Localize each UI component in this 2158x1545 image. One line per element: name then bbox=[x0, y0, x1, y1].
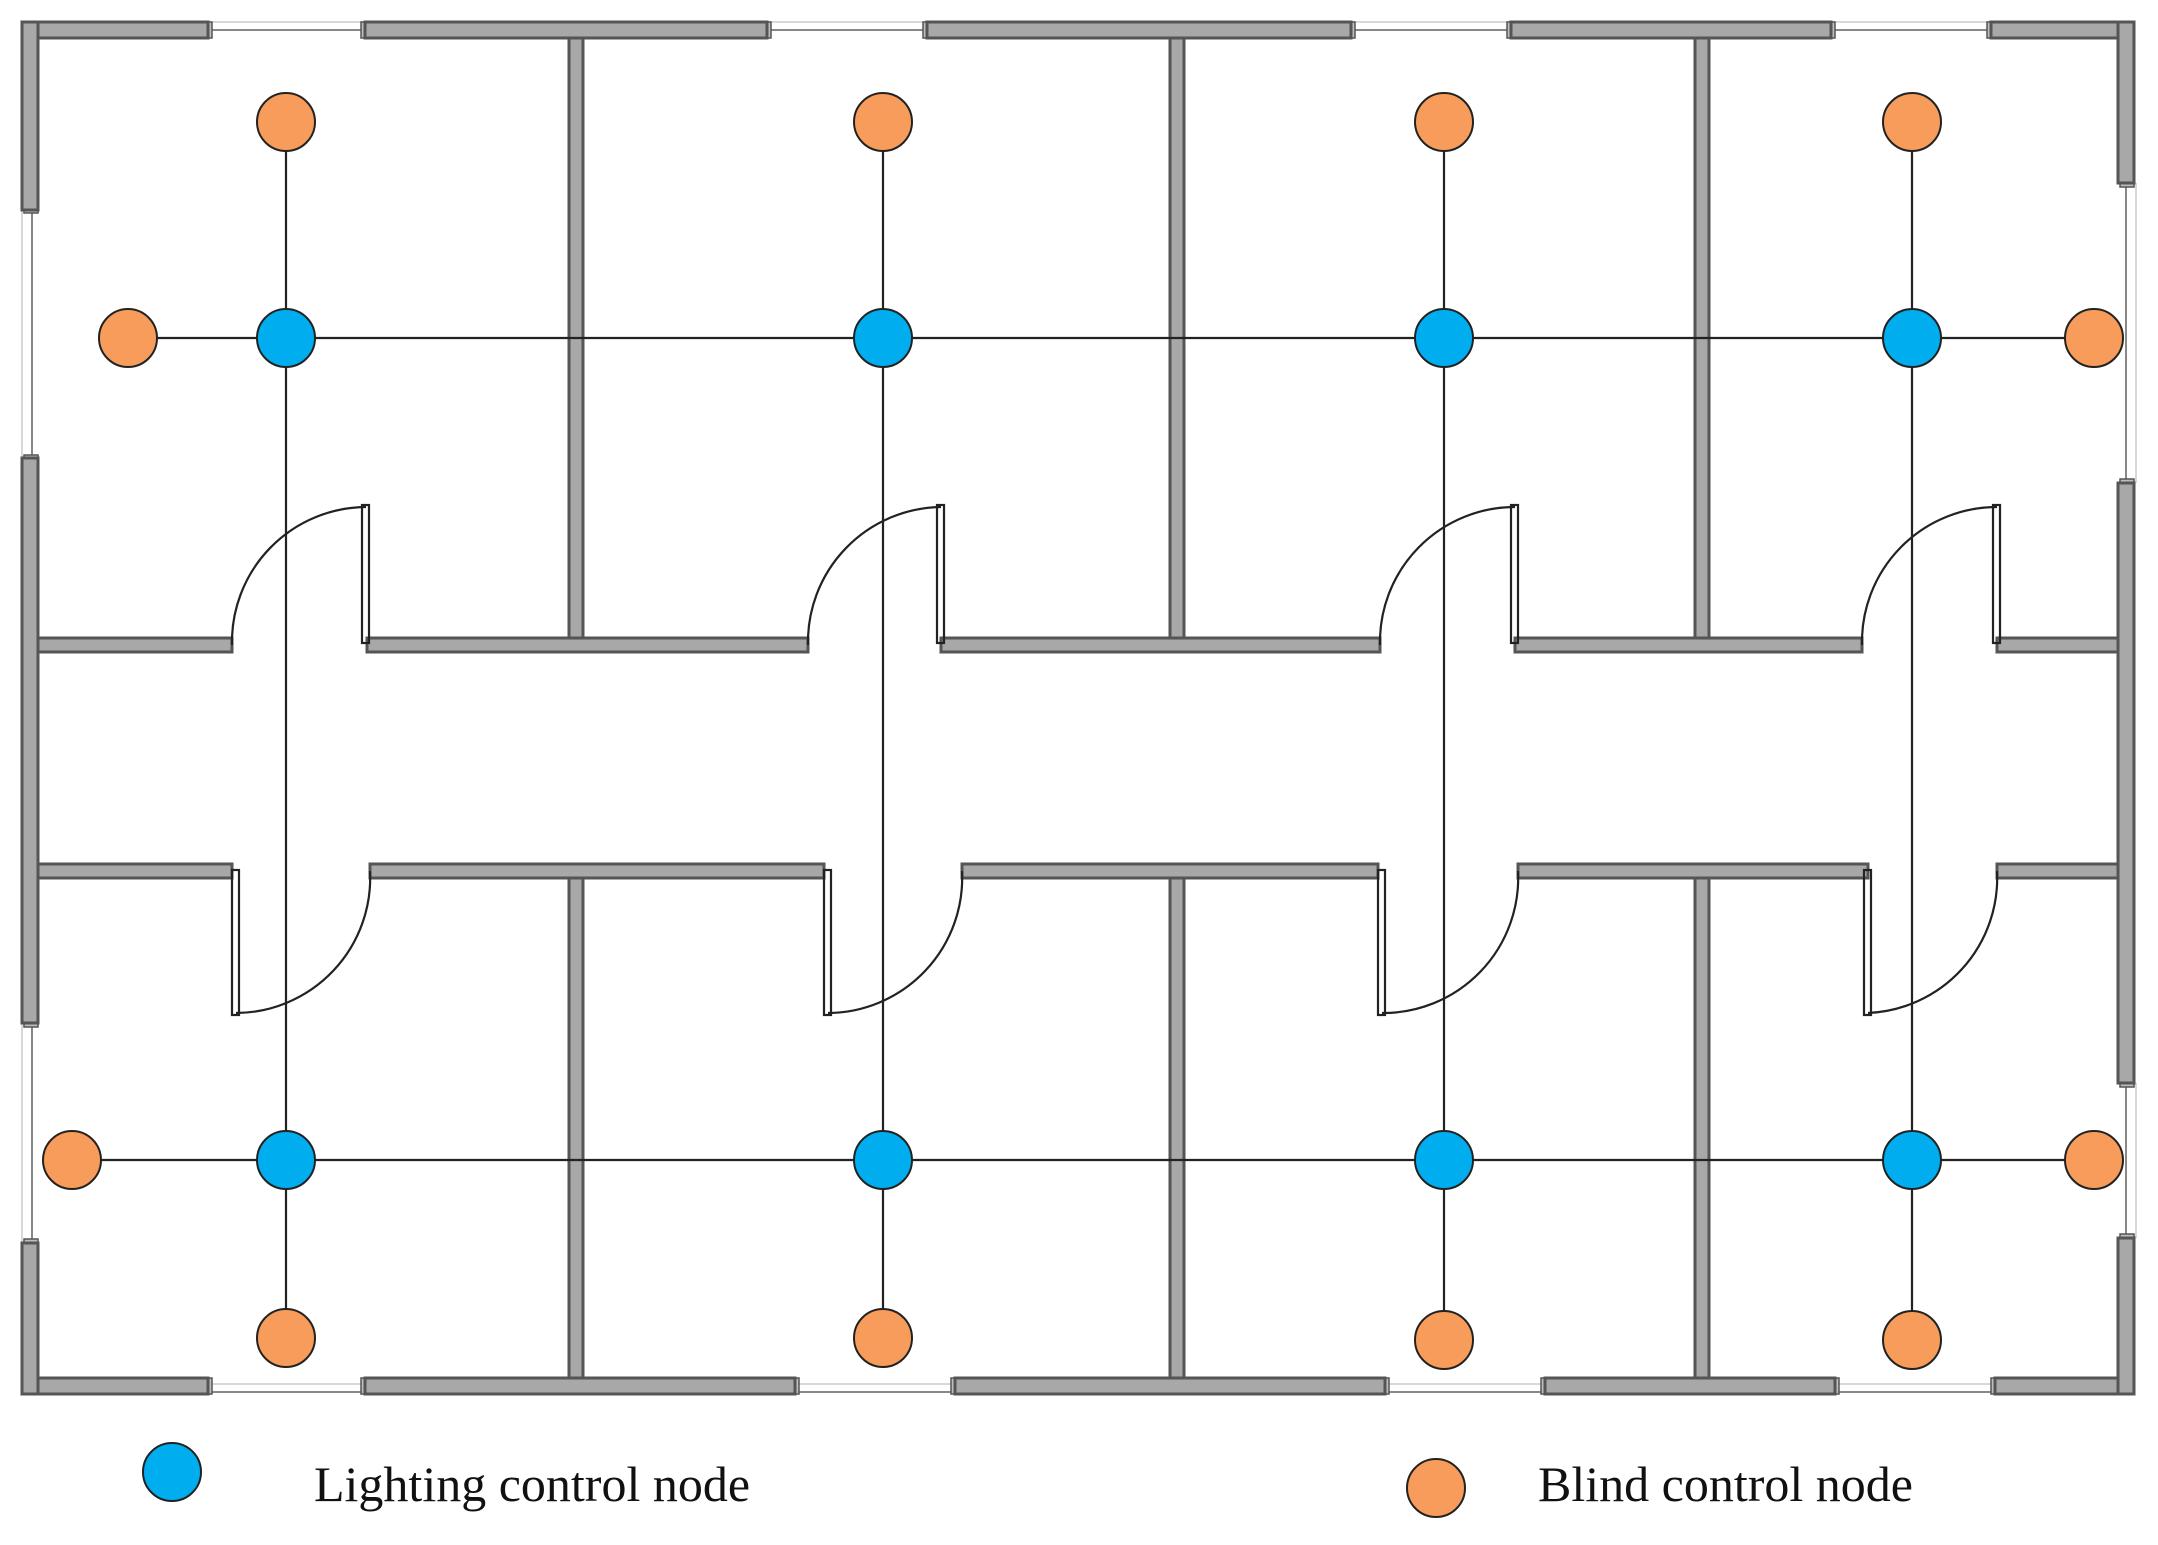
window-bottom-3 bbox=[1380, 1377, 1550, 1395]
lighting-node bbox=[1882, 1130, 1942, 1190]
window-top-4 bbox=[1826, 21, 1996, 39]
window-bottom-4 bbox=[1830, 1377, 2000, 1395]
door-lower-4 bbox=[1862, 868, 1999, 1017]
blind-node bbox=[256, 92, 316, 152]
blind-node bbox=[853, 92, 913, 152]
door-lower-1 bbox=[230, 868, 372, 1017]
windows bbox=[21, 21, 2137, 1395]
divider-lower-1 bbox=[567, 876, 585, 1380]
wall-right-seg-1 bbox=[2116, 20, 2136, 185]
blind-node bbox=[853, 1308, 913, 1368]
legend-blind-label: Blind control node bbox=[1538, 1456, 1913, 1512]
wall-bottom-seg-4 bbox=[1543, 1376, 1837, 1396]
lighting-node bbox=[1882, 308, 1942, 368]
lighting-node bbox=[1414, 308, 1474, 368]
wall-right-seg-2 bbox=[2116, 481, 2136, 1085]
wall-left-seg-2 bbox=[20, 456, 40, 1025]
legend-lighting-label: Lighting control node bbox=[314, 1456, 750, 1512]
divider-lower-3 bbox=[1693, 876, 1711, 1380]
blind-node bbox=[2064, 308, 2124, 368]
lighting-node bbox=[256, 1130, 316, 1190]
window-left-1 bbox=[21, 204, 39, 464]
wall-top-seg-5 bbox=[1989, 20, 2120, 40]
blind-node bbox=[1882, 92, 1942, 152]
walls bbox=[20, 20, 2136, 1396]
window-bottom-2 bbox=[790, 1377, 960, 1395]
corridor-lower-seg-5 bbox=[1995, 862, 2120, 880]
wall-top-seg-2 bbox=[363, 20, 769, 40]
corridor-lower-seg-1 bbox=[36, 862, 234, 880]
corridor-upper-seg-3 bbox=[939, 636, 1382, 654]
window-top-2 bbox=[762, 21, 932, 39]
lighting-node bbox=[853, 308, 913, 368]
blind-node bbox=[98, 308, 158, 368]
wall-top-seg-4 bbox=[1509, 20, 1833, 40]
window-top-3 bbox=[1346, 21, 1516, 39]
door-upper-1 bbox=[230, 503, 371, 646]
corridor-upper-seg-2 bbox=[365, 636, 810, 654]
door-upper-4 bbox=[1860, 503, 2002, 646]
lighting-node bbox=[256, 308, 316, 368]
corridor-lower-seg-3 bbox=[960, 862, 1380, 880]
blind-node bbox=[256, 1308, 316, 1368]
legend: Lighting control node Blind control node bbox=[142, 1442, 1913, 1518]
corridor-upper-seg-5 bbox=[1995, 636, 2120, 654]
wall-left-seg-3 bbox=[20, 1241, 40, 1396]
wall-bottom-seg-2 bbox=[363, 1376, 797, 1396]
corridor-lower-seg-2 bbox=[368, 862, 826, 880]
corridor-upper-seg-1 bbox=[36, 636, 234, 654]
door-lower-3 bbox=[1376, 868, 1520, 1017]
wall-bottom-seg-1 bbox=[20, 1376, 210, 1396]
lighting-node bbox=[853, 1130, 913, 1190]
blind-node bbox=[1414, 1310, 1474, 1370]
blind-node bbox=[1882, 1310, 1942, 1370]
blind-node bbox=[2064, 1130, 2124, 1190]
corridor-upper-seg-4 bbox=[1513, 636, 1864, 654]
wall-top-seg-3 bbox=[925, 20, 1353, 40]
window-bottom-1 bbox=[203, 1377, 370, 1395]
legend-blind: Blind control node bbox=[1406, 1456, 1913, 1518]
doors bbox=[230, 503, 2002, 1017]
lighting-node bbox=[1414, 1130, 1474, 1190]
window-left-2 bbox=[21, 1018, 39, 1248]
blind-node bbox=[1414, 92, 1474, 152]
door-upper-2 bbox=[806, 503, 946, 646]
legend-lighting: Lighting control node bbox=[142, 1442, 750, 1512]
nodes bbox=[42, 92, 2124, 1370]
divider-lower-2 bbox=[1168, 876, 1186, 1380]
blind-node bbox=[42, 1130, 102, 1190]
wall-bottom-seg-3 bbox=[953, 1376, 1387, 1396]
legend-lighting-swatch bbox=[142, 1442, 202, 1502]
door-upper-3 bbox=[1378, 503, 1520, 646]
wall-left-seg-1 bbox=[20, 20, 40, 212]
wall-right-seg-3 bbox=[2116, 1236, 2136, 1396]
door-lower-2 bbox=[822, 868, 964, 1017]
wall-bottom-seg-5 bbox=[1993, 1376, 2120, 1396]
legend-blind-swatch bbox=[1406, 1458, 1466, 1518]
corridor-lower-seg-4 bbox=[1516, 862, 1870, 880]
network-wiring bbox=[72, 122, 2094, 1340]
window-top-1 bbox=[203, 21, 370, 39]
wall-top-seg-1 bbox=[20, 20, 210, 40]
